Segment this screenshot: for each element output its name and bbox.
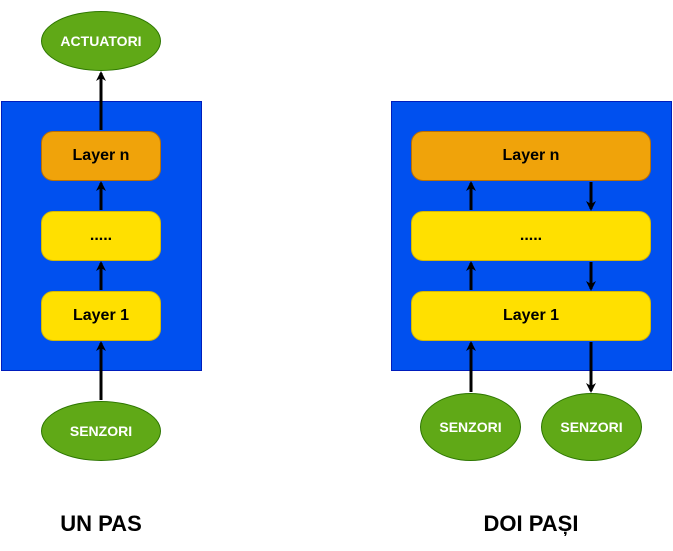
- left-sensors-node: SENZORI: [41, 401, 161, 461]
- actuators-node: ACTUATORI: [41, 11, 161, 71]
- left-caption: UN PAS: [11, 511, 191, 541]
- right-layer-1-label: Layer 1: [502, 307, 560, 324]
- left-layer-1-label: Layer 1: [72, 307, 130, 324]
- right-layer-1-box: Layer 1: [411, 291, 651, 341]
- left-caption-text: UN PAS: [60, 511, 142, 536]
- right-sensors-input-node: SENZORI: [420, 393, 521, 461]
- left-layer-n-box: Layer n: [41, 131, 161, 181]
- right-sensors-input-label: SENZORI: [439, 419, 502, 435]
- left-sensors-label: SENZORI: [69, 423, 133, 439]
- right-sensors-output-node: SENZORI: [541, 393, 642, 461]
- actuators-label: ACTUATORI: [60, 33, 142, 49]
- right-middle-layer-label: .....: [519, 227, 543, 244]
- right-layer-n-label: Layer n: [502, 147, 560, 164]
- left-middle-layer-box: .....: [41, 211, 161, 261]
- left-layer-n-label: Layer n: [72, 147, 130, 164]
- right-caption-text: DOI PAȘI: [483, 511, 579, 536]
- left-middle-layer-label: .....: [89, 227, 113, 244]
- right-caption: DOI PAȘI: [441, 511, 621, 541]
- left-layer-1-box: Layer 1: [41, 291, 161, 341]
- right-middle-layer-box: .....: [411, 211, 651, 261]
- right-layer-n-box: Layer n: [411, 131, 651, 181]
- right-sensors-output-label: SENZORI: [560, 419, 623, 435]
